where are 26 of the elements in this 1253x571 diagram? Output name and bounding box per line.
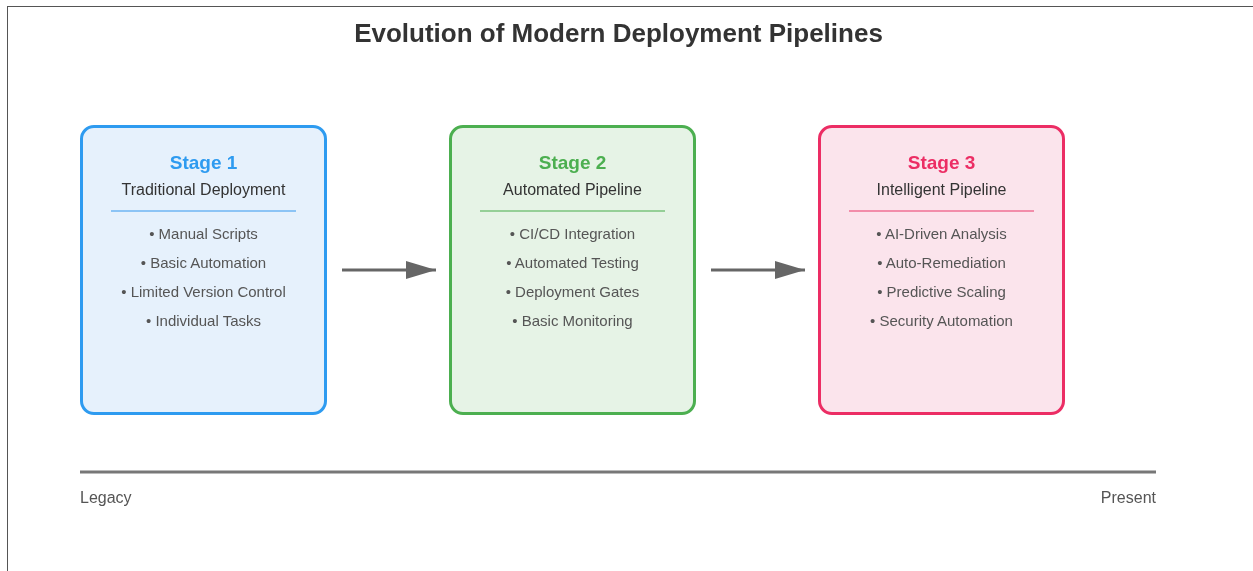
stage-heading: Stage 1	[169, 151, 238, 175]
stage-subtitle: Automated Pipeline	[503, 180, 642, 200]
arrow	[711, 261, 805, 279]
feature-item: • Security Automation	[870, 311, 1013, 331]
feature-item: • Deployment Gates	[505, 282, 640, 302]
stage-heading: Stage 2	[538, 151, 607, 175]
feature-item: • AI-Driven Analysis	[876, 224, 1007, 244]
feature-item: • Auto-Remediation	[877, 253, 1006, 273]
stage-subtitle: Intelligent Pipeline	[876, 180, 1007, 200]
feature-item: • Predictive Scaling	[877, 282, 1006, 302]
arrow	[342, 261, 436, 279]
stage-heading: Stage 3	[907, 151, 976, 175]
stage-subtitle: Traditional Deployment	[121, 180, 286, 200]
feature-item: • Manual Scripts	[149, 224, 258, 244]
stage-card	[818, 125, 1065, 415]
diagram-title: Evolution of Modern Deployment Pipelines	[353, 17, 884, 50]
feature-item: • Individual Tasks	[145, 311, 261, 331]
timeline-label: Legacy	[80, 488, 132, 508]
feature-item: • Basic Automation	[140, 253, 267, 273]
feature-item: • Automated Testing	[506, 253, 639, 273]
timeline-label: Present	[1100, 488, 1156, 508]
feature-item: • CI/CD Integration	[509, 224, 636, 244]
feature-item: • Basic Monitoring	[512, 311, 633, 331]
stage-card	[449, 125, 696, 415]
feature-item: • Limited Version Control	[121, 282, 286, 302]
stage-card	[80, 125, 327, 415]
